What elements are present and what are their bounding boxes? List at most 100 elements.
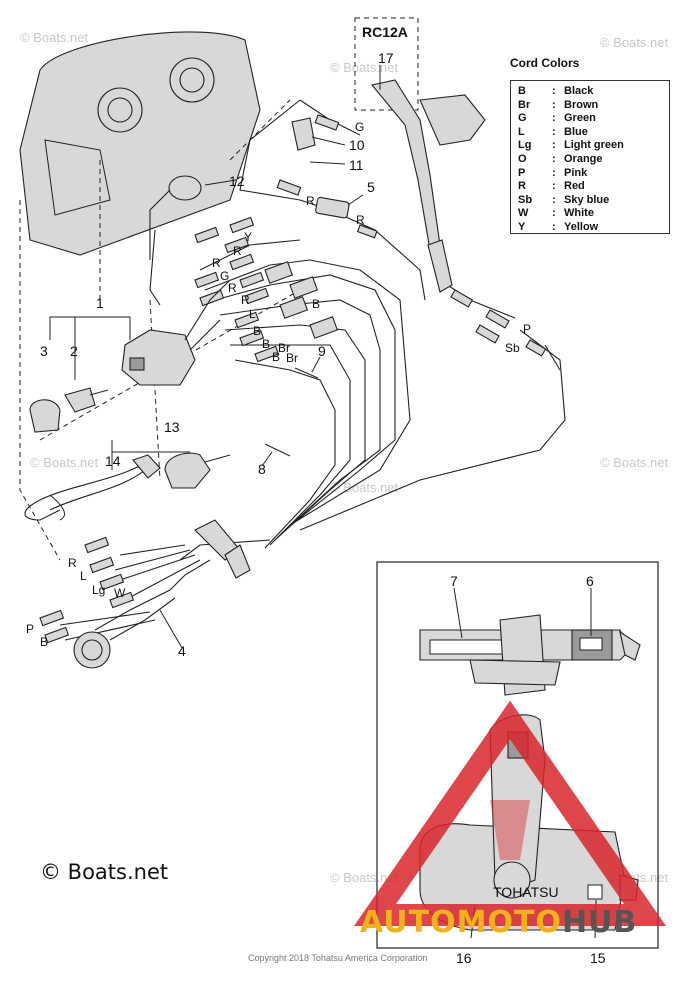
legend-color-name: Pink (564, 166, 588, 179)
wordmark-hub: HUB (561, 905, 638, 940)
wire-label-r-low: R (68, 556, 77, 570)
copyright-text: Copyright 2018 Tohatsu America Corporati… (248, 953, 428, 963)
legend-row: G:Green (518, 112, 669, 126)
lanyard-part (24, 454, 161, 521)
wire-label-r-d: R (241, 293, 250, 307)
part-number-3: 3 (40, 343, 48, 359)
wire-label-br-a: Br (278, 341, 290, 355)
legend-row: W:White (518, 207, 669, 221)
legend-code: Lg (518, 139, 532, 152)
part-number-1: 1 (96, 295, 104, 311)
part-number-15: 15 (590, 950, 606, 966)
part-number-10: 10 (349, 137, 365, 153)
legend-color-name: Red (564, 180, 585, 193)
legend-code: Y (518, 220, 526, 233)
main-switch-assembly (121, 279, 231, 386)
main-cable-plug (73, 519, 251, 669)
watermark: © Boats.net (600, 35, 669, 50)
automotohub-wordmark: AUTOMOTOHUB (360, 905, 637, 940)
legend-row: Br: Brown (518, 99, 669, 113)
automotohub-logo-mark (354, 700, 666, 926)
legend-separator: : (552, 139, 556, 152)
legend-box: B:Black Br:Brown G:Green L:Blue Lg:Light… (510, 80, 670, 234)
legend-separator: : (552, 152, 556, 165)
legend-code: L (518, 125, 525, 138)
clip-part-9 (294, 367, 319, 379)
legend-separator: : (552, 207, 556, 220)
legend-row: R:Red (518, 180, 669, 194)
part-number-4: 4 (178, 643, 186, 659)
legend-separator: : (552, 166, 556, 179)
legend-separator: : (552, 112, 556, 125)
wire-label-b-low: B (40, 635, 48, 649)
wire-label-b-a: B (253, 324, 261, 338)
legend-code: Sb (518, 193, 533, 206)
part-number-16: 16 (456, 950, 472, 966)
legend-color-name: Orange (564, 152, 603, 165)
legend-separator: : (552, 85, 556, 97)
relay-part (315, 196, 350, 219)
wire-label-r-b: R (228, 281, 237, 295)
wire-label-l-low: L (80, 569, 87, 583)
legend-separator: : (552, 98, 556, 111)
wire-label-l-a: L (249, 307, 256, 321)
legend-row: Sb:Sky blue (518, 194, 669, 208)
rc12a-handle (371, 79, 516, 319)
wire-label-b-c: B (312, 297, 320, 311)
leader-lines (49, 65, 381, 649)
model-label: RC12A (362, 24, 408, 40)
part-number-5: 5 (367, 179, 375, 195)
wire-label-r-a: R (212, 256, 221, 270)
legend-color-name: Blue (564, 125, 588, 138)
legend-color-name: Brown (564, 98, 599, 111)
control-box-housing (19, 31, 261, 256)
watermark: © Boats.net (600, 455, 669, 470)
part-number-17: 17 (378, 50, 394, 66)
part-number-7: 7 (450, 573, 458, 589)
wire-label-g-top: G (355, 120, 364, 134)
stop-switch-part (164, 452, 231, 489)
legend-code: P (518, 166, 526, 179)
screw-part (309, 161, 329, 164)
legend-code: G (518, 112, 527, 125)
part-number-8: 8 (258, 461, 266, 477)
legend-color-name: Black (564, 85, 594, 97)
switch-part (291, 117, 316, 151)
legend-code: Br (518, 98, 531, 111)
legend-code: W (518, 207, 529, 220)
cord-colors-legend: Cord Colors B:Black Br:Brown G:Green L:B… (510, 56, 672, 236)
cap-part (29, 399, 61, 433)
legend-row: Y:Yellow (518, 221, 669, 235)
legend-row: B: Black (518, 85, 669, 99)
wire-label-sb-right: Sb (505, 341, 520, 355)
legend-row: Lg:Light green (518, 139, 669, 153)
lower-detail-frame (376, 561, 659, 949)
rc12a-dashed-outline (354, 17, 419, 111)
buzzer-part (149, 175, 202, 260)
watermark: © Boats.net (20, 30, 89, 45)
legend-separator: : (552, 180, 556, 193)
connector-terminals (39, 114, 547, 644)
wire-label-r-top: R (306, 194, 315, 208)
watermark: © Boats.net (30, 455, 99, 470)
clip-part-8 (264, 443, 291, 457)
wire-label-b-d: B (272, 350, 280, 364)
wire-label-r-mid: R (356, 213, 365, 227)
control-side-view (419, 614, 641, 696)
tohatsu-logo-text: TOHATSU (493, 884, 559, 900)
legend-code: B (518, 85, 526, 97)
watermark: © Boats.net (330, 60, 399, 75)
part-number-13: 13 (164, 419, 180, 435)
wire-label-r-c: R (233, 244, 242, 258)
wire-label-br-b: Br (286, 351, 298, 365)
wire-label-w-low: W (114, 586, 126, 600)
legend-row: O:Orange (518, 153, 669, 167)
boats-net-brand: © Boats.net (40, 860, 169, 884)
part-number-12: 12 (229, 173, 245, 189)
part-number-2: 2 (70, 343, 78, 359)
legend-separator: : (552, 193, 556, 206)
part-number-14: 14 (105, 453, 121, 469)
key-part (64, 387, 96, 413)
legend-row: L:Blue (518, 126, 669, 140)
